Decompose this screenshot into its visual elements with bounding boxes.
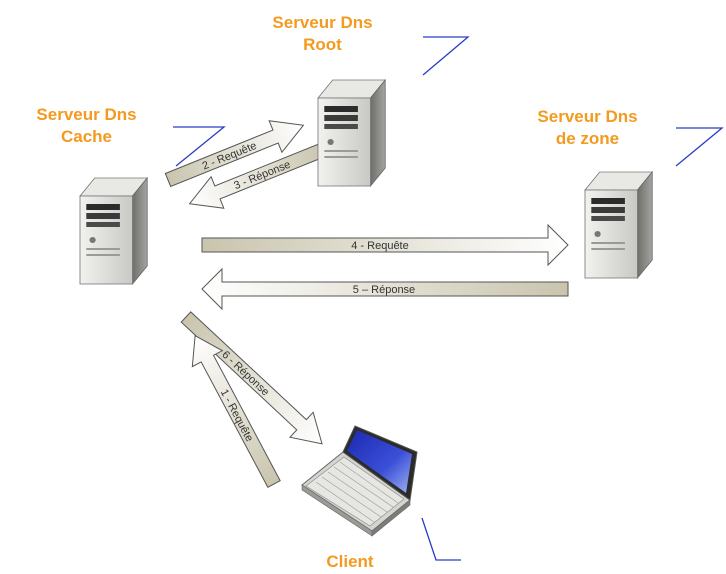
accent-line-zone <box>675 127 724 167</box>
arrow-4-label: 4 - Requête <box>351 240 408 252</box>
accent-line-cache <box>173 126 226 167</box>
client-label: Client <box>305 551 395 573</box>
root-server-label: Serveur Dns Root <box>250 12 395 56</box>
arrow-4-requete: 4 - Requête <box>201 223 569 267</box>
zone-label-line2: de zone <box>555 129 620 148</box>
accent-line-client <box>421 517 461 561</box>
laptop-icon <box>301 425 418 537</box>
cache-label-line2: Cache <box>60 127 113 146</box>
root-label-line1: Serveur Dns <box>272 13 373 32</box>
zone-label-line1: Serveur Dns <box>537 107 638 126</box>
arrow-5-label: 5 – Réponse <box>353 284 415 296</box>
server-icon <box>79 177 148 285</box>
arrow-5-reponse: 5 – Réponse <box>201 267 569 311</box>
accent-line-root <box>422 36 470 76</box>
cache-label-line1: Serveur Dns <box>36 105 137 124</box>
arrow-1-label: 1 - Requête <box>218 387 256 443</box>
server-icon <box>584 171 653 279</box>
accent-lines <box>173 36 724 561</box>
client-label-text: Client <box>326 552 374 571</box>
cache-server-label: Serveur Dns Cache <box>14 104 159 148</box>
zone-server-label: Serveur Dns de zone <box>515 106 660 150</box>
server-icon <box>317 79 386 187</box>
root-label-line2: Root <box>303 35 342 54</box>
